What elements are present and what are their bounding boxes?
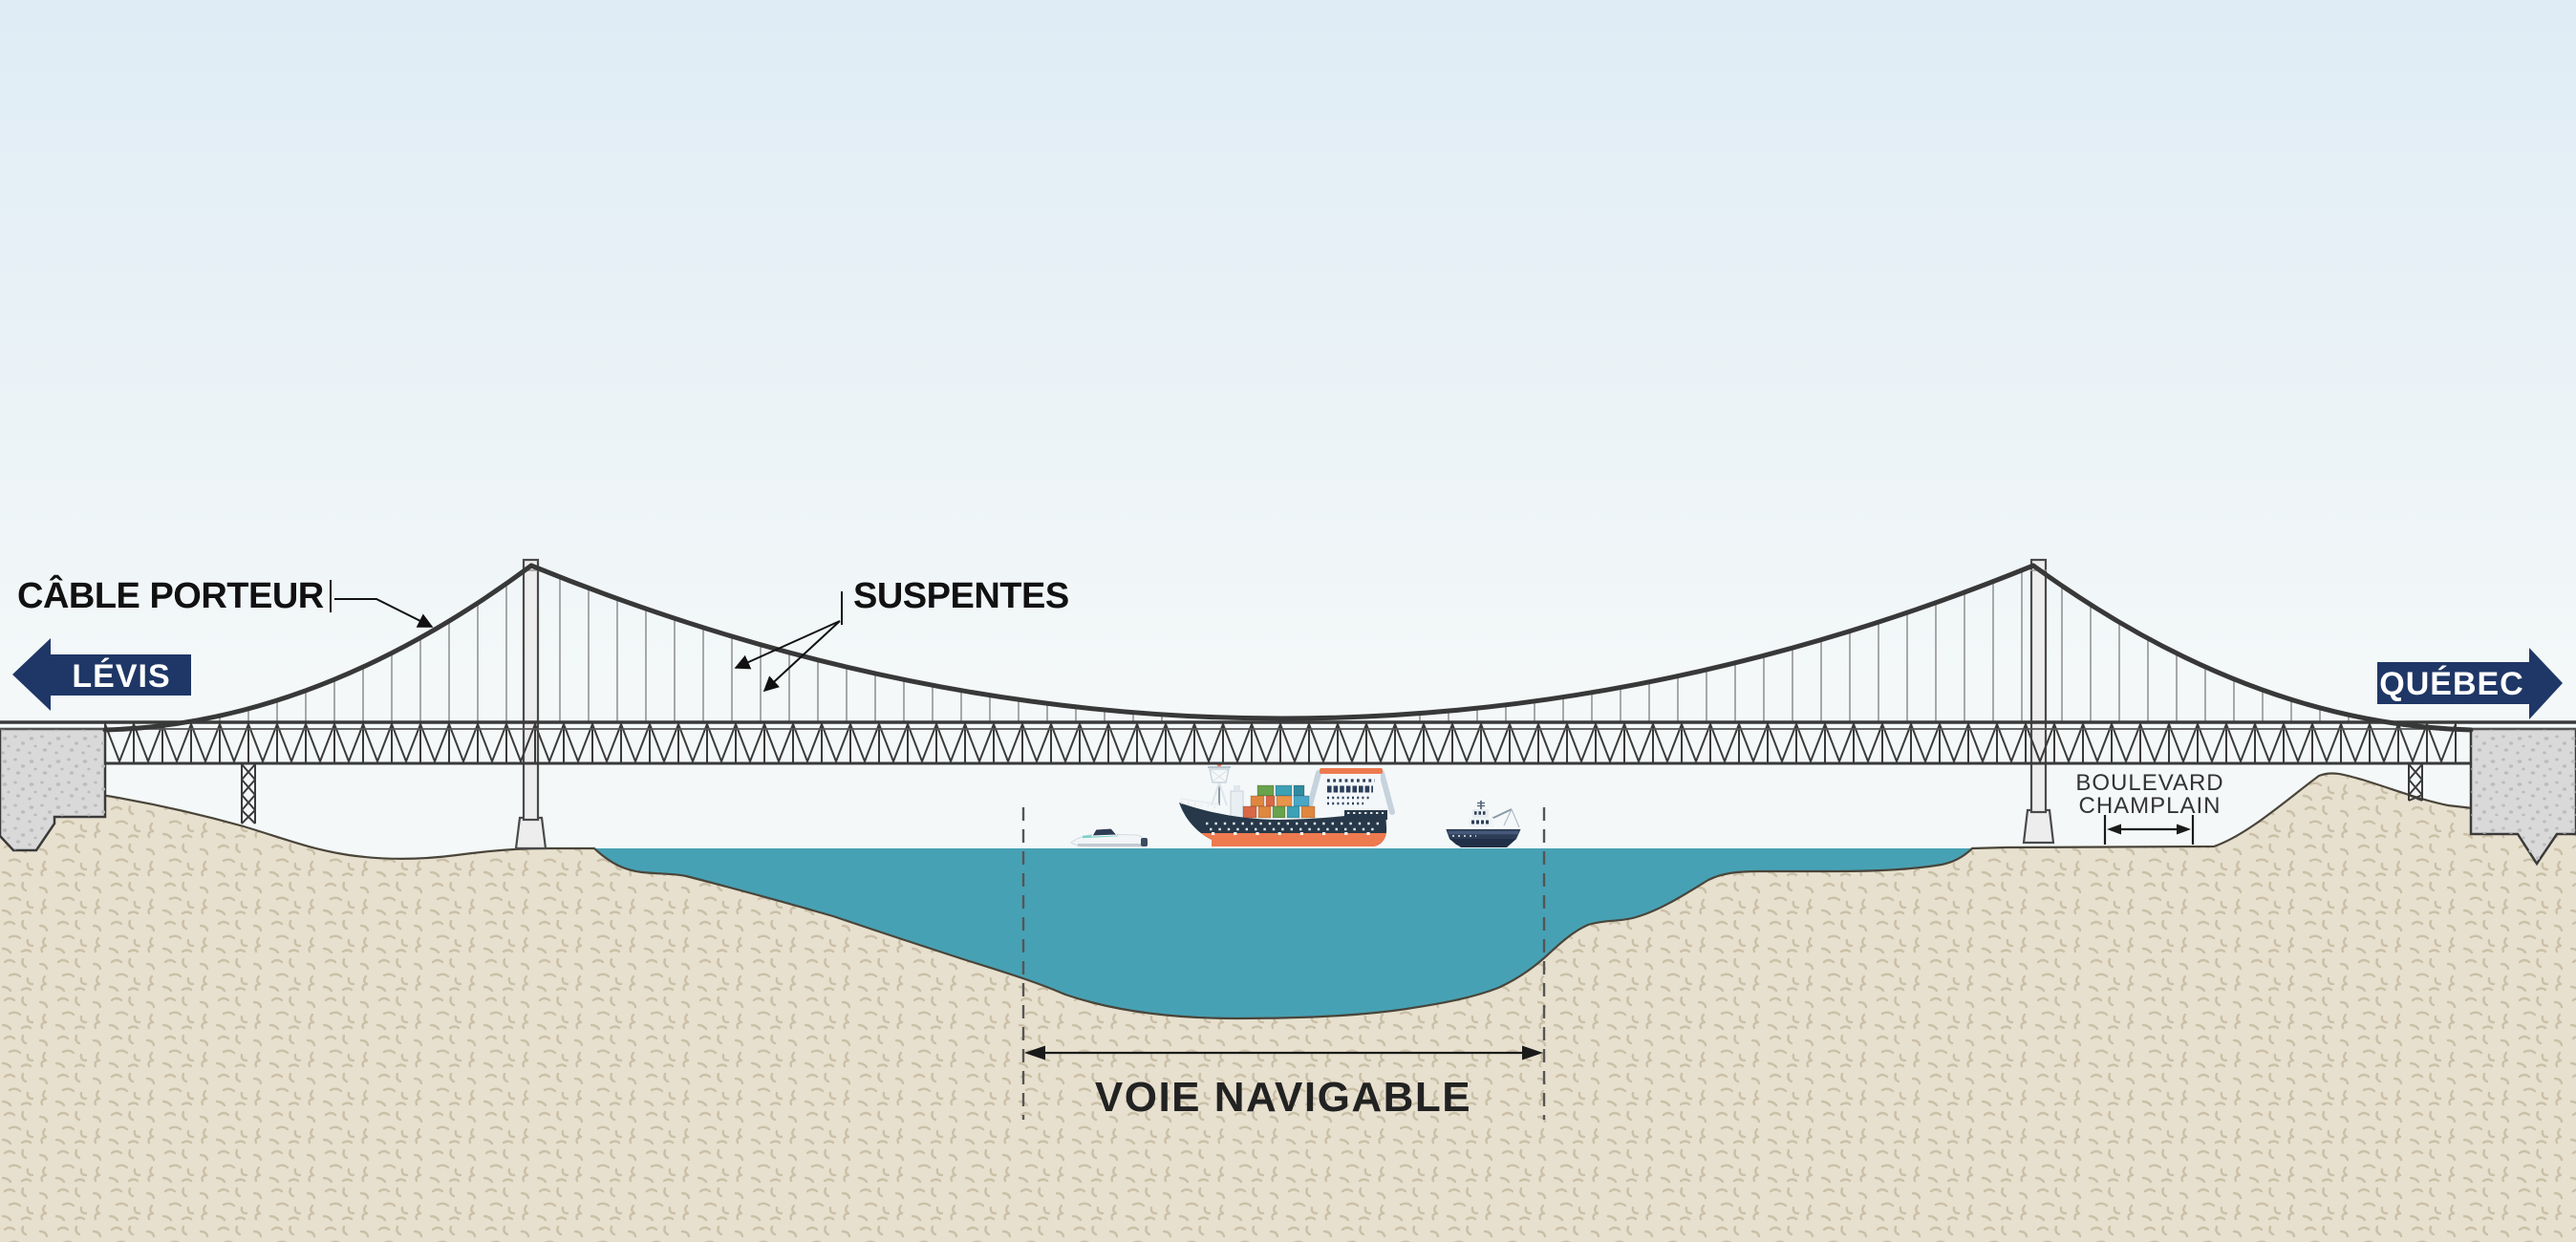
side-span-cable-right — [2030, 563, 2474, 733]
boulevard-champlain-label-line1: BOULEVARD — [2075, 770, 2223, 796]
boulevard-champlain-annotation: BOULEVARD CHAMPLAIN — [2075, 770, 2223, 845]
main-span-cable — [528, 563, 2036, 721]
container-ship — [1179, 761, 1395, 846]
motorboat-windshield — [1091, 827, 1119, 837]
motorboat-motor — [1141, 838, 1148, 846]
cable-porteur-leader — [330, 580, 434, 628]
annotations: CÂBLE PORTEUR SUSPENTES LÉVIS QUÉBEC BOU… — [12, 574, 2563, 1121]
suspentes-leader — [734, 591, 843, 693]
boulevard-champlain-dimension — [2103, 815, 2195, 845]
bridge-deck — [0, 720, 2576, 765]
deck-truss-and-suspenders — [104, 569, 2457, 824]
fishing-boat — [1446, 801, 1521, 847]
navigable-channel-boundaries — [1021, 807, 1546, 1120]
boulevard-champlain-label-line2: CHAMPLAIN — [2078, 793, 2221, 819]
ship-superstructure — [1321, 771, 1381, 818]
river-water — [594, 848, 1972, 1018]
trestle-bents — [241, 763, 2423, 824]
motorboat — [1070, 827, 1148, 847]
levis-sign-label: LÉVIS — [72, 658, 170, 695]
right-anchor-block — [2469, 727, 2576, 867]
quebec-sign-label: QUÉBEC — [2379, 666, 2523, 702]
left-anchor-block — [0, 727, 107, 852]
suspender-cables — [219, 569, 2350, 723]
levis-direction-arrow: LÉVIS — [12, 638, 191, 711]
truss-lattice — [104, 723, 2457, 764]
main-suspension-cables — [102, 563, 2474, 733]
suspentes-label: SUSPENTES — [853, 576, 1069, 616]
voie-navigable-label: VOIE NAVIGABLE — [1095, 1074, 1471, 1121]
voie-navigable-annotation: VOIE NAVIGABLE — [1024, 1045, 1543, 1121]
terrain-outline — [0, 772, 2576, 1020]
ship-containers — [1242, 784, 1316, 819]
cable-porteur-label: CÂBLE PORTEUR — [17, 574, 324, 616]
quebec-direction-arrow: QUÉBEC — [2377, 648, 2563, 719]
side-span-cable-left — [102, 563, 534, 733]
